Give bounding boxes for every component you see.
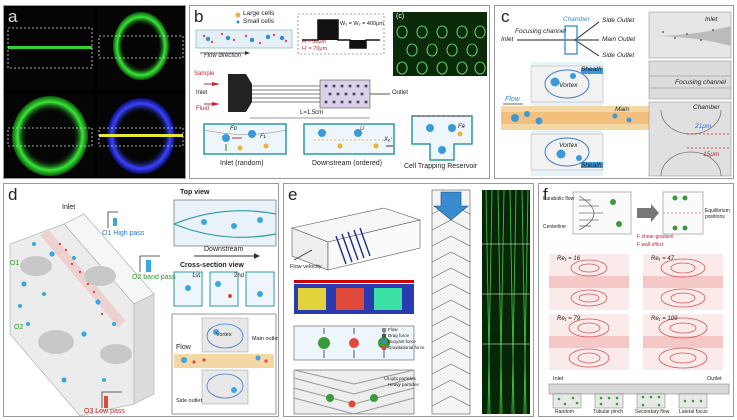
panel-label-e: e [288,185,298,204]
focused-stream-line [8,46,92,49]
dim-width-label: W₁ = W₂ = 400μm [340,21,384,27]
flow-label: Flow [176,344,191,351]
legend-small-cells: Small cells [243,18,275,25]
re79-label: Re₁ = 79 [557,316,581,322]
caption-inlet-random: Inlet (random) [220,160,264,167]
panel-c-diagram [501,11,732,177]
legend-heavy-particles: Heavy particles [388,382,419,387]
o2-label: O2 [14,324,24,331]
downstream-label: Downstream [204,246,244,253]
force-fd-label: Fᴅ [230,126,237,132]
flow-velocity-label: Flow velocity [290,264,322,270]
re-panels [549,254,723,370]
panel-a-micrographs [6,8,185,177]
inlet-label: Inlet [196,90,208,96]
legend-large-cells: Large cells [243,10,275,17]
fluid-label: Fluid [196,106,210,112]
legend-buoyant-force: Buoyant force [388,339,416,344]
inlet-label: Inlet [553,376,564,382]
flow-label: Flow [505,96,520,103]
dim-height-label: H = 50μm [302,39,327,45]
equilibrium-positions-label: Equilibrium positions [705,208,730,220]
vortex-label: Vortex [216,332,232,338]
green-ring-bottom [12,96,88,176]
panel-e: e Flow velocity Flow Drag force Buoyant … [283,183,534,417]
o1-label: O1 [10,260,20,267]
re16-label: Re₁ = 16 [557,256,581,262]
sample-label: Sample [194,71,215,77]
inlet-label: Inlet [501,36,514,43]
panel-c: c Chamber Side Outlet Main Outlet Side O… [494,5,734,179]
first-label: 1st [192,273,201,279]
panel-d: d Inlet O1 O1 High pass O2 O2 band pass … [3,183,279,417]
vortex-top-label: Vortex [559,82,578,89]
legend-light-particles: Light particles [388,376,416,381]
dim-21um: 21μm [695,123,712,130]
photo-focusing-label: Focusing channel [675,79,726,86]
sheath-bottom-label: Sheath [581,162,602,169]
re47-label: Re₁ = 47 [651,256,675,262]
side-outlet-label: Side outlet [176,398,202,404]
cross-section-label: Cross-section view [180,262,244,269]
stage-secondary-flow-label: Secondary flow [635,409,670,415]
stage-tubular-pinch-label: Tubular pinch [593,409,624,415]
panel-label-a: a [8,7,18,26]
centerline-label: Centerline [543,224,566,230]
panel-f-diagram [548,191,730,409]
force-fl-label: Fʟ [260,134,267,140]
focusing-channel-label: Focusing channel [515,28,566,35]
panel-f: f Parabolic flow Centerline Equilibrium … [538,183,734,417]
photo-inlet-label: Inlet [705,16,718,23]
stage-random-label: Random [555,409,574,415]
panel-label-b: b [194,7,204,26]
legend-gravitational-force: Gravitational force [388,345,425,350]
dim-height2-label: H' = 70μm [302,46,328,52]
f-wall-label: F wall effect [637,242,664,248]
f-shear-label: F shear-gradient [637,234,674,240]
photo-chamber-label: Chamber [693,104,720,111]
o3-low-pass-label: O3 Low pass [84,408,125,415]
chamber-label: Chamber [563,16,590,23]
parabolic-flow-label: Parabolic flow [543,196,575,202]
caption-cell-trapping: Cell Trapping Reservoir [404,163,478,170]
green-ring-top [113,12,169,80]
panel-a: a [3,5,186,179]
legend-drag-force: Drag force [388,333,410,338]
x-eq-label: Xₑⁱ [384,137,392,143]
sheath-top-label: Sheath [581,66,602,73]
panel-e-diagram [290,189,530,415]
force-fr-label: Fʀ [458,124,465,130]
length-label: L=1.5cm [300,110,324,116]
side-outlet-bottom-label: Side Outlet [602,52,635,59]
panel-label-f: f [543,185,548,204]
dim-15um: 15μm [703,151,720,158]
panel-b: b Large cells Small cells Flow direction… [189,5,490,179]
o2-band-pass-label: O2 band pass [132,274,176,281]
panel-label-c: c [501,7,510,26]
stage-lateral-focus-label: Lateral focus [679,409,708,415]
yellow-stream-line [99,134,183,137]
panel-b-diagram [195,12,487,161]
caption-downstream-ordered: Downstream (ordered) [312,160,383,167]
panel-label-d: d [8,185,18,204]
flow-direction-label: Flow direction [204,53,242,59]
outlet-label: Outlet [392,90,409,96]
inlet-label: Inlet [62,204,76,211]
main-label: Main [615,106,630,113]
outlet-label: Outlet [707,376,722,382]
main-outlet-label: Main outlet [252,336,279,342]
vortex-bottom-label: Vortex [559,142,578,149]
o1-high-pass-label: O1 High pass [102,230,145,237]
side-outlet-top-label: Side Outlet [602,17,635,24]
panel-d-diagram [9,199,277,416]
top-view-label: Top view [180,189,210,196]
velocity-u-label: U [360,126,365,132]
legend-flow: Flow [388,327,398,332]
second-label: 2nd [234,273,245,279]
re109-label: Re₁ = 109 [651,316,678,322]
inset-c-label: (c) [396,13,405,20]
main-outlet-label: Main Outlet [602,36,636,43]
